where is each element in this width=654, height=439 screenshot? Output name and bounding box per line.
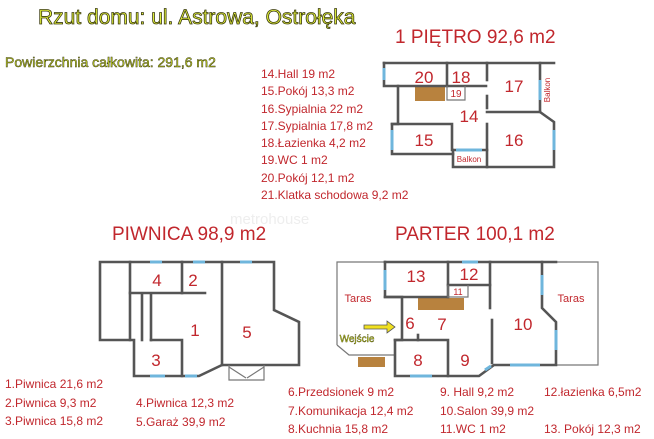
- room-entry: 15.Pokój 13,3 m2: [261, 84, 355, 99]
- room-entry: 7.Komunikacja 12,4 m2: [288, 403, 414, 418]
- watermark: metrohouse: [230, 211, 309, 228]
- total-area: Powierzchnia całkowita: 291,6 m2: [5, 54, 216, 71]
- floor1-plan: 20 18 19 17 14 15 16 Balkon Balkon: [382, 61, 556, 169]
- room-label: 10: [514, 315, 533, 334]
- room-entry: 21.Klatka schodowa 9,2 m2: [261, 188, 409, 203]
- ground-room-list-a: 6.Przedsionek 9 m2 7.Komunikacja 12,4 m2…: [288, 383, 413, 439]
- room-label: 18: [452, 68, 471, 87]
- room-entry: 17.Sypialnia 17,8 m2: [261, 118, 374, 133]
- room-label: 15: [415, 131, 434, 150]
- ground-room-list-c: 12.łazienka 6,5m2 13. Pokój 12,3 m2: [544, 383, 641, 439]
- basement-room-list-b: 4.Piwnica 12,3 m2 5.Garaż 39,9 m2: [136, 394, 234, 431]
- room-label: 2: [188, 271, 197, 290]
- room-entry: 5.Garaż 39,9 m2: [136, 414, 226, 429]
- floor1-room-list: 14.Hall 19 m2 15.Pokój 13,3 m2 16.Sypial…: [261, 66, 408, 204]
- room-label: 20: [415, 68, 434, 87]
- room-entry: 11.WC 1 m2: [440, 422, 506, 437]
- entrance-arrow-icon: [363, 320, 396, 334]
- balcony-label: Balkon: [543, 78, 552, 102]
- room-label: 3: [151, 351, 160, 370]
- room-label: 9: [460, 351, 469, 370]
- basement-title: PIWNICA 98,9 m2: [112, 224, 267, 245]
- room-label: 19: [450, 89, 462, 100]
- room-label: 7: [437, 315, 446, 334]
- room-label: 8: [413, 351, 422, 370]
- room-label: 13: [407, 267, 426, 286]
- ground-title: PARTER 100,1 m2: [395, 224, 555, 245]
- room-entry: 20.Pokój 12,1 m2: [261, 170, 355, 185]
- terrace-label: Taras: [345, 293, 372, 305]
- stairs: [418, 298, 464, 310]
- room-label: 12: [460, 265, 479, 284]
- room-label: 14: [460, 107, 479, 126]
- room-label: 4: [152, 271, 161, 290]
- page-title: Rzut domu: ul. Astrowa, Ostrołęka: [38, 6, 356, 30]
- room-entry: 10.Salon 39,9 m2: [440, 403, 535, 418]
- floor1-title: 1 PIĘTRO 92,6 m2: [395, 27, 556, 48]
- room-entry: 2.Piwnica 9,3 m2: [5, 395, 97, 410]
- entrance-label: Wejście: [340, 334, 375, 345]
- room-entry: 4.Piwnica 12,3 m2: [136, 396, 235, 410]
- room-label: 11: [453, 287, 462, 297]
- room-entry: 9. Hall 9,2 m2: [440, 385, 515, 399]
- room-label: 1: [190, 321, 199, 340]
- room-entry: 14.Hall 19 m2: [261, 67, 336, 81]
- room-entry: 19.WC 1 m2: [261, 153, 328, 168]
- terrace-label: Taras: [558, 293, 585, 305]
- room-entry: 13. Pokój 12,3 m2: [544, 422, 641, 437]
- room-entry: 1.Piwnica 21,6 m2: [5, 377, 104, 391]
- balcony-label: Balkon: [457, 155, 481, 164]
- room-label: 16: [505, 131, 524, 150]
- basement-plan: 4 2 1 5 3: [98, 260, 301, 381]
- entrance-stairs: [358, 357, 385, 367]
- room-entry: 6.Przedsionek 9 m2: [288, 385, 395, 399]
- stairs: [415, 86, 445, 101]
- ground-plan: 13 12 11 Taras Taras 6 7 10 8 9 Wejście: [336, 260, 599, 378]
- basement-room-list-a: 1.Piwnica 21,6 m2 2.Piwnica 9,3 m2 3.Piw…: [5, 375, 103, 431]
- room-entry: 18.Łazienka 4,2 m2: [261, 136, 366, 151]
- room-entry: 8.Kuchnia 15,8 m2: [288, 422, 389, 437]
- room-label: 5: [242, 323, 251, 342]
- room-entry: 16.Sypialnia 22 m2: [261, 101, 364, 116]
- room-entry: 3.Piwnica 15,8 m2: [5, 414, 104, 429]
- room-entry: 12.łazienka 6,5m2: [544, 385, 642, 399]
- room-label: 6: [405, 314, 414, 333]
- room-label: 17: [505, 77, 524, 96]
- ground-room-list-b: 9. Hall 9,2 m2 10.Salon 39,9 m2 11.WC 1 …: [440, 383, 534, 439]
